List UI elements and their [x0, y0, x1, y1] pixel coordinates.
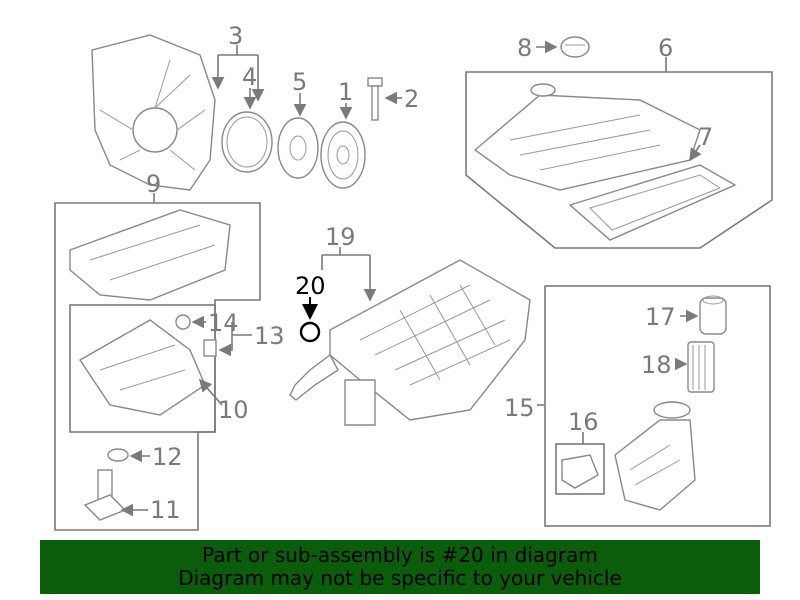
valve-cover-gasket-part — [568, 164, 737, 241]
oil-filter-cap-part — [699, 295, 727, 335]
callout-16: 16 — [568, 408, 599, 436]
callout-13: 13 — [254, 322, 285, 350]
callout-6: 6 — [658, 34, 673, 62]
callout-14: 14 — [208, 309, 239, 337]
group-box-16 — [555, 443, 605, 495]
callout-19: 19 — [325, 223, 356, 251]
timing-cover-part — [91, 34, 216, 191]
callout-4: 4 — [242, 63, 257, 91]
drain-plug-washer-part — [175, 314, 191, 330]
callout-7: 7 — [698, 123, 713, 151]
intake-manifold-part — [289, 259, 531, 426]
flywheel-plate-part — [277, 117, 319, 179]
callout-15: 15 — [504, 394, 535, 422]
vibration-damper-part — [320, 121, 366, 189]
banner-line-part-number: Part or sub-assembly is #20 in diagram — [202, 543, 598, 567]
group-box-10 — [69, 304, 216, 433]
leader-lines — [120, 40, 702, 517]
group-box-15 — [544, 285, 771, 527]
callout-2: 2 — [404, 85, 419, 113]
callout-9: 9 — [146, 170, 161, 198]
callout-11: 11 — [150, 496, 181, 524]
callout-3: 3 — [228, 22, 243, 50]
banner-line-disclaimer: Diagram may not be specific to your vehi… — [178, 566, 622, 590]
callout-20: 20 — [295, 272, 326, 300]
callout-17: 17 — [645, 303, 676, 331]
callout-18: 18 — [641, 351, 672, 379]
seal-ring-part — [221, 111, 273, 173]
callout-1: 1 — [338, 78, 353, 106]
oil-filter-housing-part — [614, 401, 696, 511]
info-banner: Part or sub-assembly is #20 in diagram D… — [40, 540, 760, 594]
sensor-seal-part — [107, 448, 129, 462]
oil-baffle-part — [79, 319, 206, 416]
group-box-6 — [465, 71, 773, 249]
callout-8: 8 — [517, 34, 532, 62]
oil-pan-part — [69, 209, 231, 301]
bolt-part — [367, 77, 383, 121]
drain-plug-part — [203, 339, 217, 357]
callout-10: 10 — [218, 396, 249, 424]
housing-gasket-part — [561, 454, 599, 489]
valve-cover-part — [473, 83, 701, 191]
o-ring-part-20 — [299, 321, 321, 343]
oil-filter-element-part — [687, 341, 715, 393]
oil-filler-cap-part — [560, 36, 590, 58]
callout-5: 5 — [292, 68, 307, 96]
callout-12: 12 — [152, 443, 183, 471]
oil-level-sensor-part — [83, 469, 127, 521]
